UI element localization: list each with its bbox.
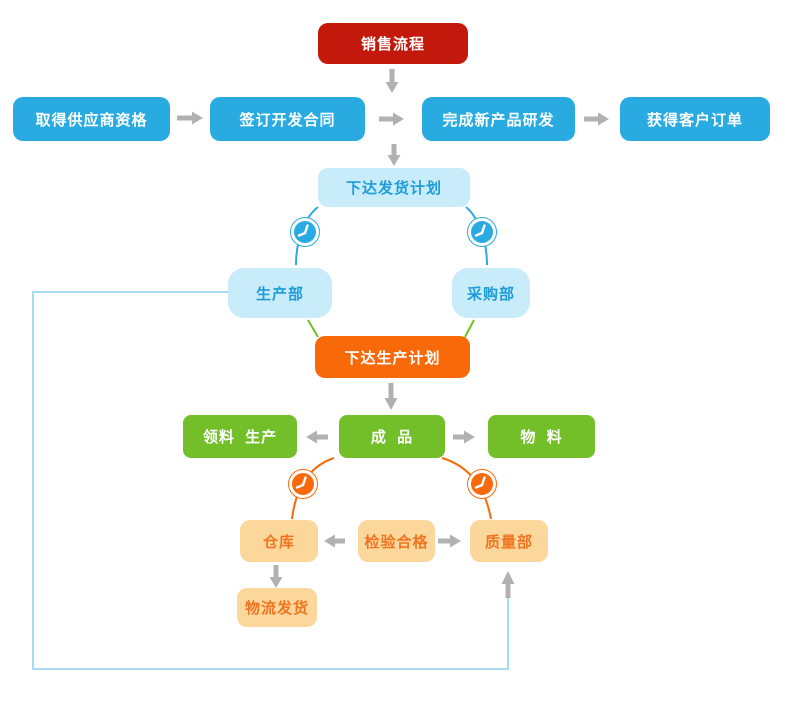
node-material-production: 领料 生产	[183, 415, 297, 458]
node-label: 生产部	[255, 285, 304, 303]
node-supplier-qualification: 取得供应商资格	[13, 97, 170, 141]
arrow-step2-to-step3	[379, 112, 404, 126]
arrow-step3-to-step4	[584, 112, 609, 126]
clock-face	[294, 221, 316, 243]
gray-arrows	[177, 69, 609, 598]
clock-icon	[290, 217, 320, 247]
node-purchasing-dept: 采购部	[452, 268, 530, 318]
node-quality-dept: 质量部	[470, 520, 548, 562]
node-label: 采购部	[466, 285, 515, 303]
node-label: 完成新产品研发	[442, 111, 555, 129]
arrow-finished-to-material-production	[306, 430, 328, 444]
node-warehouse: 仓库	[240, 520, 318, 562]
line-production-dept-to-plan	[307, 319, 319, 338]
node-label: 下达发货计划	[345, 180, 442, 197]
clock-icon	[288, 469, 318, 499]
clock-face	[471, 221, 493, 243]
node-label: 成 品	[370, 429, 414, 446]
node-label: 获得客户订单	[646, 111, 743, 129]
clock-face	[292, 473, 314, 495]
node-label: 物 料	[520, 429, 563, 446]
node-inspection-passed: 检验合格	[358, 520, 435, 562]
arrow-production-plan-down	[384, 383, 398, 410]
line-purchasing-dept-to-plan	[464, 319, 475, 338]
node-logistics-shipping: 物流发货	[237, 588, 317, 627]
node-production-dept: 生产部	[228, 268, 332, 318]
node-shipping-plan: 下达发货计划	[318, 168, 470, 207]
clock-icon	[467, 217, 497, 247]
node-materials: 物 料	[488, 415, 595, 458]
node-label: 检验合格	[364, 533, 429, 551]
node-sales-process: 销售流程	[318, 23, 468, 64]
node-label: 仓库	[262, 533, 295, 551]
node-label: 签订开发合同	[239, 111, 336, 129]
arrow-inspection-to-warehouse	[324, 534, 345, 548]
arrow-sales-down	[385, 69, 399, 93]
node-development-contract: 签订开发合同	[210, 97, 365, 141]
arrow-to-shipping-plan	[387, 144, 401, 166]
node-label: 销售流程	[360, 36, 425, 53]
arrow-warehouse-to-logistics	[269, 565, 283, 588]
clock-icon	[467, 469, 497, 499]
node-new-product-rd: 完成新产品研发	[422, 97, 575, 141]
feedback-line	[32, 291, 509, 670]
arrow-feedback-to-quality	[501, 571, 515, 598]
node-label: 质量部	[484, 533, 533, 551]
clock-face	[471, 473, 493, 495]
node-finished-goods: 成 品	[339, 415, 445, 458]
node-production-plan: 下达生产计划	[315, 336, 470, 378]
node-label: 领料 生产	[202, 429, 278, 446]
node-label: 取得供应商资格	[35, 111, 148, 129]
arrow-inspection-to-quality	[438, 534, 461, 548]
arrow-step1-to-step2	[177, 111, 203, 125]
node-label: 物流发货	[244, 600, 309, 617]
node-label: 下达生产计划	[344, 349, 441, 367]
node-customer-order: 获得客户订单	[620, 97, 770, 141]
arrow-finished-to-materials	[453, 430, 475, 444]
